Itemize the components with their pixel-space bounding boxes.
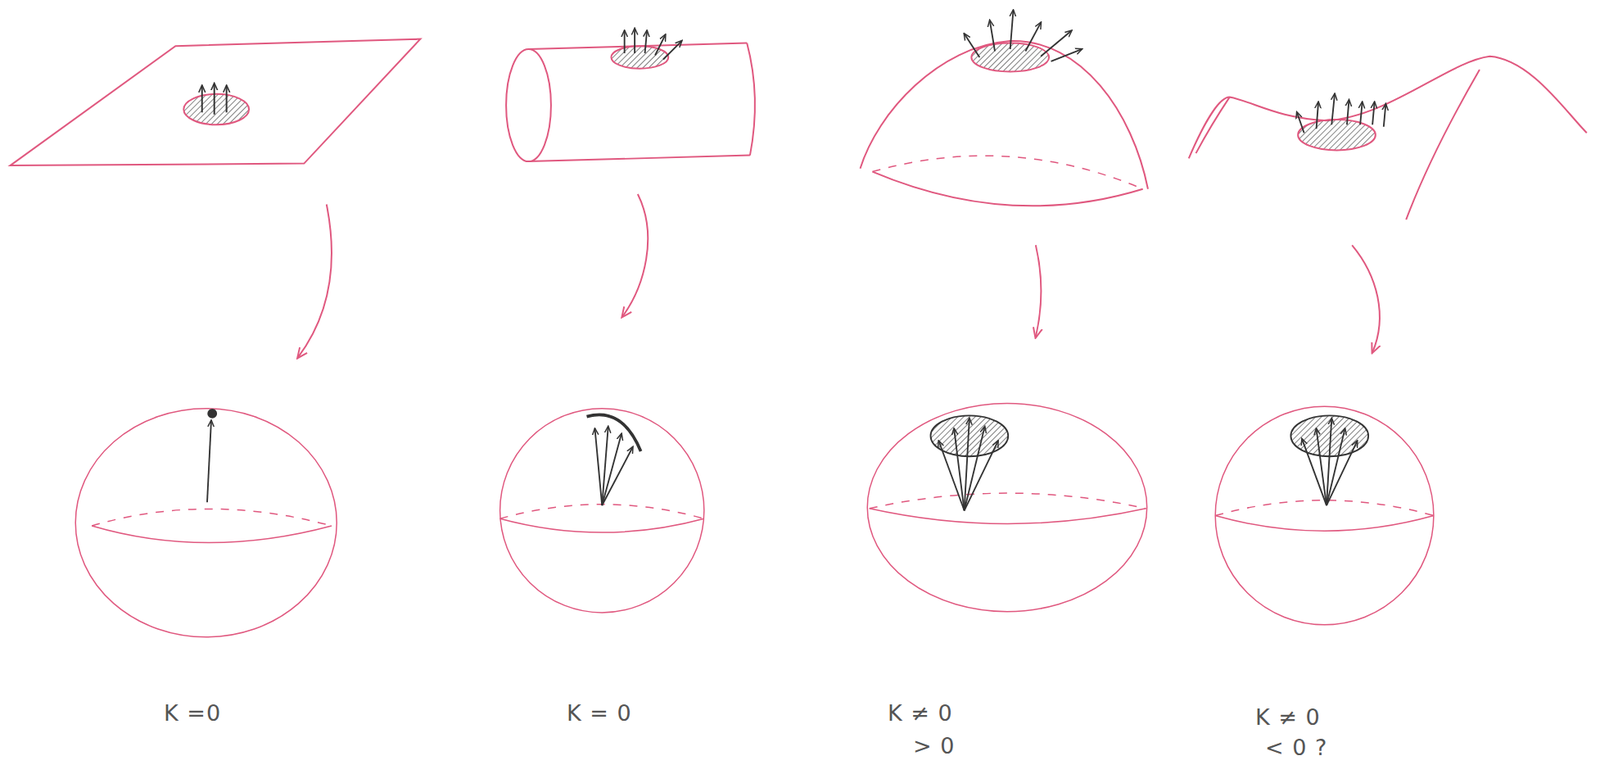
plane-surface: [9, 39, 421, 167]
unit-sphere: [91, 525, 332, 543]
unit-sphere: [500, 518, 705, 533]
normal-arrows: [964, 33, 981, 58]
normal-arrows: [1360, 102, 1362, 125]
normal-image: [953, 429, 964, 511]
unit-sphere: [867, 402, 1147, 611]
normal-arrows: [1010, 10, 1014, 50]
normal-arrows: [1383, 103, 1386, 127]
normal-image: [964, 418, 970, 511]
cylinder-surface: [528, 155, 751, 162]
gauss-map-arrows: [298, 203, 332, 358]
normal-image: [1316, 429, 1327, 506]
normal-image: [1290, 415, 1369, 506]
saddle-surface: [1297, 119, 1376, 150]
normal-image: [207, 409, 217, 502]
normal-image: [1326, 441, 1357, 507]
unit-sphere: [500, 408, 705, 613]
normal-arrows: [225, 85, 228, 113]
curvature-label: K = 0: [566, 700, 633, 726]
saddle-surface: [1405, 69, 1480, 220]
gauss-map-arrows: [298, 194, 1380, 358]
plane-surface: [183, 94, 249, 125]
normal-arrows: [1297, 94, 1386, 133]
cylinder-surface: [506, 49, 552, 162]
curvature-label: > 0: [912, 732, 955, 759]
normal-arrows: [1331, 94, 1335, 125]
normal-arrows: [989, 20, 995, 51]
normal-arrows: [1051, 49, 1082, 62]
curvature-label: K ≠ 0: [1255, 704, 1321, 730]
dome-surface: [872, 155, 1143, 190]
normal-image: [964, 441, 999, 511]
normal-image: [601, 447, 633, 506]
normal-image: [587, 414, 642, 452]
unit-sphere: [1215, 515, 1434, 532]
normal-image: [964, 426, 986, 511]
unit-sphere: [75, 408, 337, 638]
normal-arrows: [655, 35, 665, 56]
normal-arrows: [633, 28, 636, 54]
unit-sphere: [1215, 406, 1434, 625]
saddle-surface: [1188, 56, 1587, 159]
normal-arrows: [1297, 112, 1305, 133]
normal-arrows: [1372, 102, 1375, 125]
normal-arrows: [663, 40, 682, 59]
cylinder-surface: [746, 43, 755, 156]
normal-arrows: [1040, 31, 1072, 57]
gauss-map-arrows: [1035, 244, 1042, 337]
gauss-map-arrows: [622, 194, 648, 317]
normal-arrows: [1346, 99, 1349, 125]
dome-surface: [872, 171, 1143, 207]
normal-arrows: [645, 31, 647, 54]
cylinder-surface: [506, 43, 755, 163]
normal-arrows: [213, 83, 216, 114]
cylinder-surface: [610, 45, 669, 68]
normal-arrows: [201, 85, 204, 113]
unit-sphere: [500, 408, 705, 613]
dome-surface: [860, 40, 1149, 206]
normal-arrows: [1316, 102, 1319, 129]
normal-arrows: [623, 31, 626, 54]
plane-surface: [9, 39, 421, 167]
unit-sphere: [867, 402, 1147, 611]
normal-arrows: [964, 10, 1082, 62]
unit-sphere: [869, 508, 1147, 525]
saddle-surface: [1196, 97, 1230, 154]
normal-arrows: [1025, 22, 1041, 52]
unit-sphere: [91, 508, 332, 526]
normal-image: [601, 433, 622, 506]
unit-sphere: [869, 492, 1147, 509]
saddle-surface: [1188, 56, 1587, 220]
normal-arrows: [624, 28, 683, 59]
normal-image: [931, 415, 1009, 511]
curvature-label: < 0 ?: [1265, 734, 1328, 760]
unit-sphere: [75, 408, 337, 638]
normal-image: [207, 409, 217, 418]
dome-surface: [860, 40, 1149, 190]
curvature-label: K ≠ 0: [887, 700, 954, 726]
curvature-label: K =0: [163, 700, 222, 726]
unit-sphere: [500, 504, 705, 519]
normal-image: [1326, 429, 1345, 506]
normal-image: [595, 429, 603, 506]
unit-sphere: [1215, 500, 1434, 516]
normal-image: [587, 414, 642, 506]
unit-sphere: [1215, 406, 1434, 625]
normal-image: [207, 420, 212, 503]
normal-arrows: [202, 83, 227, 114]
gauss-map-arrows: [1351, 244, 1380, 353]
